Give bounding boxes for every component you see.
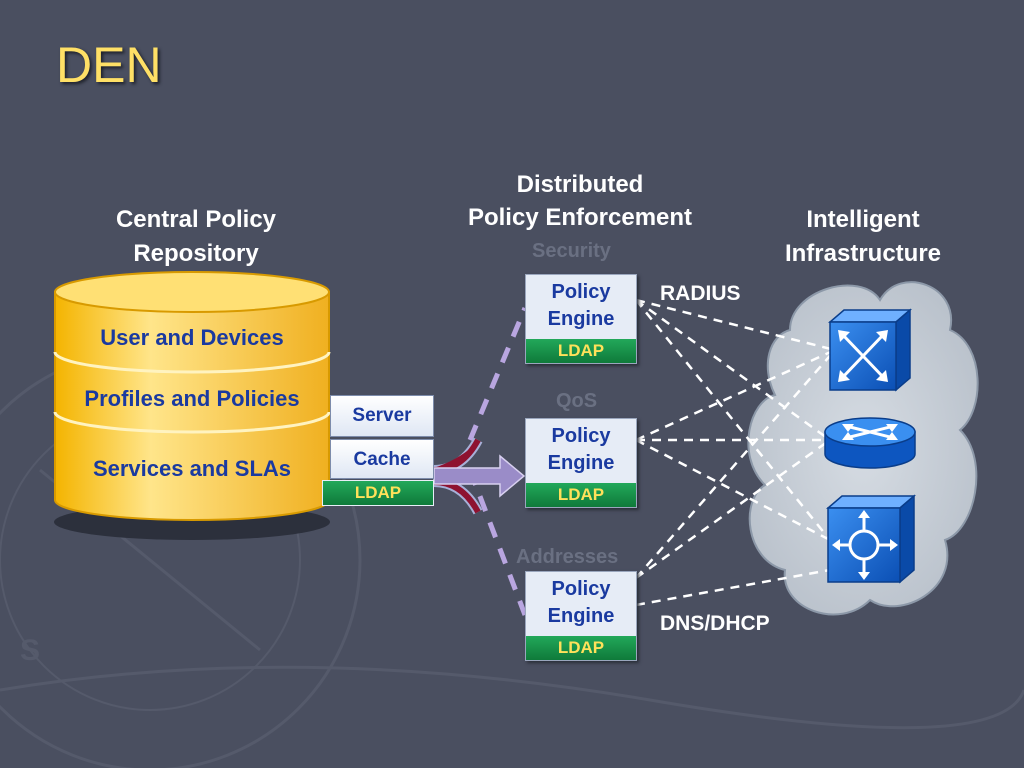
distributed-heading: Distributed Policy Enforcement — [430, 168, 730, 234]
radius-label: RADIUS — [660, 282, 741, 305]
repository-cylinder — [53, 271, 331, 521]
policy-engine-middle: Policy Engine LDAP — [525, 418, 637, 508]
cache-ldap-box: LDAP — [322, 480, 434, 506]
infrastructure-heading-line1: Intelligent — [806, 206, 920, 233]
policy-engine-middle-label: Policy Engine — [526, 423, 636, 477]
switch-icon — [827, 308, 913, 392]
policy-engine-top-ldap: LDAP — [526, 339, 636, 363]
distributed-heading-line2: Policy Enforcement — [467, 204, 693, 231]
policy-engine-bottom-ldap: LDAP — [526, 636, 636, 660]
server-box: Server — [330, 395, 434, 437]
ghost-word-addresses: Addresses — [516, 546, 619, 568]
infrastructure-heading-line2: Infrastructure — [784, 240, 942, 267]
infrastructure-heading: Intelligent Infrastructure — [755, 203, 971, 271]
slide-title: DEN — [56, 37, 162, 93]
policy-engine-top: Policy Engine LDAP — [525, 274, 637, 364]
policy-engine-top-line2: Engine — [547, 308, 615, 330]
policy-engine-bottom-line1: Policy — [551, 578, 611, 600]
ghost-word-qos: QoS — [556, 390, 598, 412]
policy-engine-bottom-line2: Engine — [547, 605, 615, 627]
router-icon — [824, 417, 916, 469]
policy-engine-bottom-label: Policy Engine — [526, 576, 636, 630]
central-heading-line2: Repository — [133, 240, 259, 267]
policy-engine-middle-line2: Engine — [547, 452, 615, 474]
central-repository-heading: Central Policy Repository — [70, 203, 322, 271]
repository-band-users: User and Devices — [100, 325, 284, 350]
cache-box: Cache — [330, 439, 434, 479]
ghost-word-security: Security — [532, 240, 611, 262]
svg-text:S: S — [20, 634, 40, 667]
multilayer-switch-icon — [825, 494, 917, 584]
hub-to-engine-dashed-links — [467, 307, 528, 616]
repository-band-services: Services and SLAs — [92, 456, 292, 481]
policy-engine-middle-line1: Policy — [551, 425, 611, 447]
policy-engine-bottom: Policy Engine LDAP — [525, 571, 637, 661]
dns-dhcp-label: DNS/DHCP — [660, 612, 770, 635]
central-heading-line1: Central Policy — [115, 206, 277, 233]
protocol-dashed-links — [635, 298, 836, 607]
repository-band-profiles: Profiles and Policies — [84, 386, 300, 411]
policy-engine-top-label: Policy Engine — [526, 279, 636, 333]
policy-engine-top-line1: Policy — [551, 281, 611, 303]
distributed-heading-line1: Distributed — [516, 171, 644, 198]
distribution-arrows — [433, 437, 526, 515]
policy-engine-middle-ldap: LDAP — [526, 483, 636, 507]
